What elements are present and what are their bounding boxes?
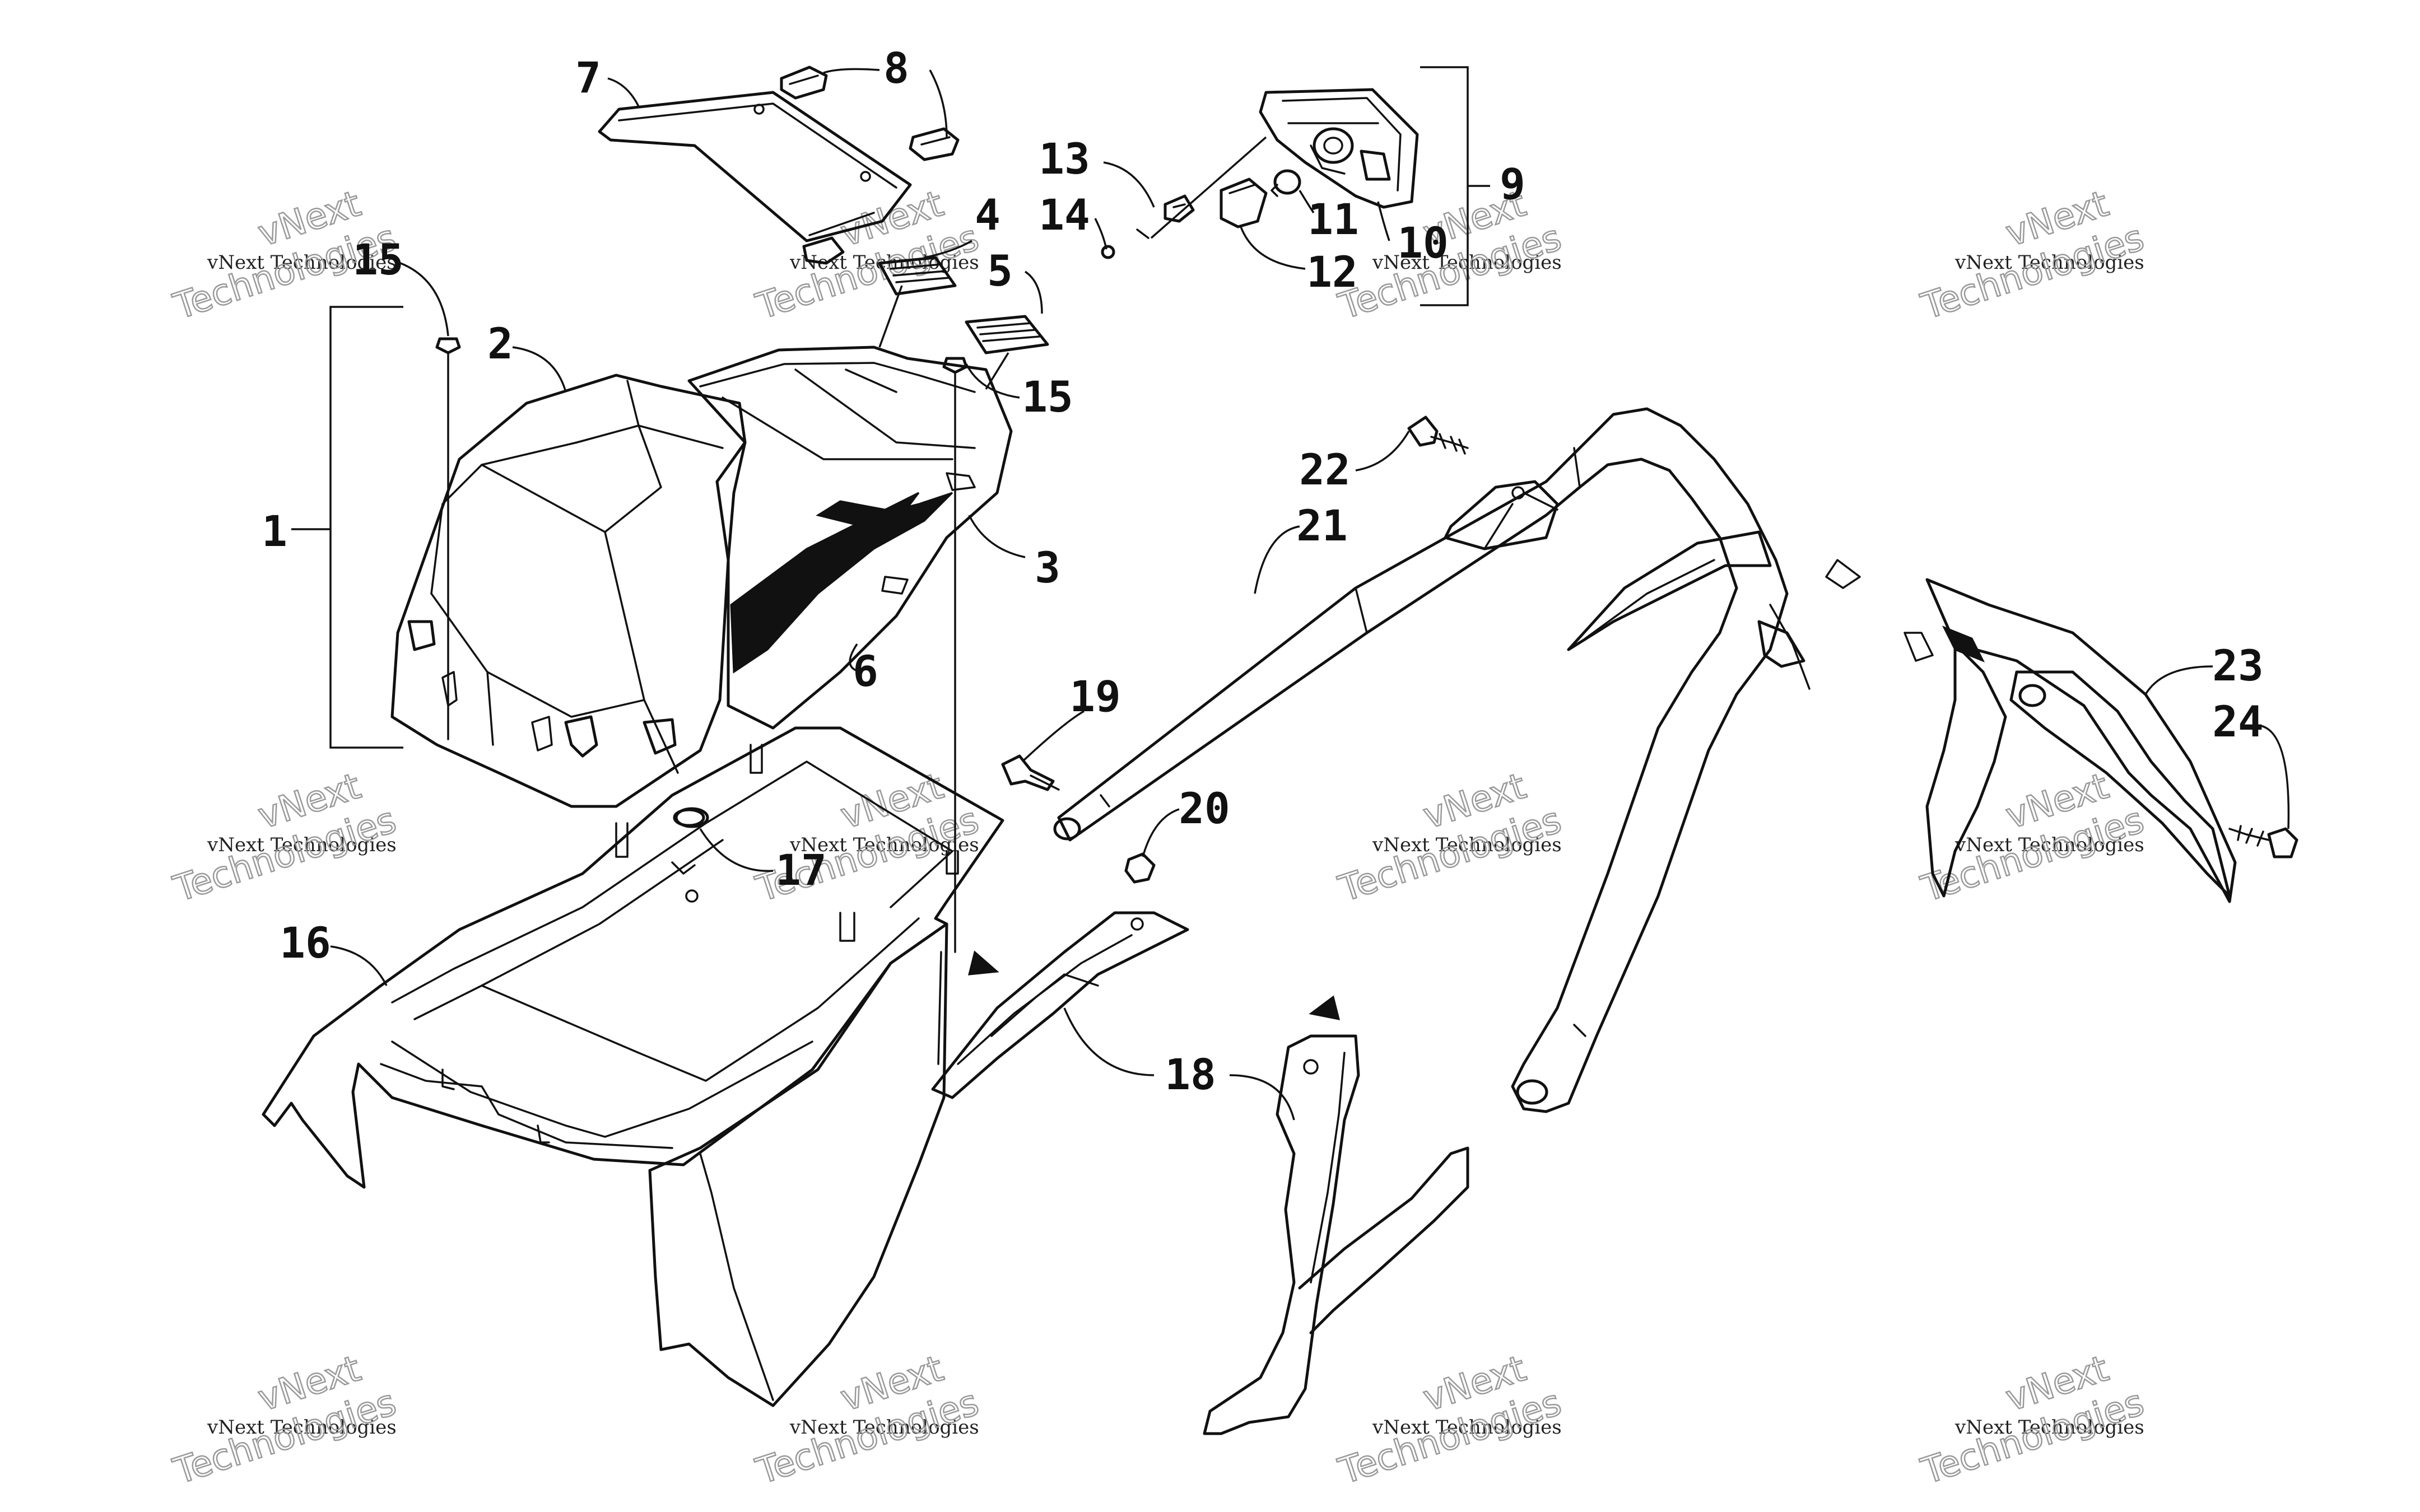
callout-14: 14 xyxy=(1039,190,1090,240)
callout-17: 17 xyxy=(775,845,827,895)
part-23-side-panel xyxy=(1567,530,2237,903)
watermark-text: vNext Technologies xyxy=(789,1416,979,1439)
callout-23: 23 xyxy=(2212,641,2264,690)
callout-21: 21 xyxy=(1296,501,1348,550)
callout-18: 18 xyxy=(1165,1049,1216,1099)
part-21-grab-bar xyxy=(1053,407,1789,1113)
callout-20: 20 xyxy=(1179,783,1230,833)
callout-13: 13 xyxy=(1039,134,1090,184)
watermark: vNext Technologies vNext Technologies xyxy=(1916,1347,2149,1494)
watermark-text: vNext Technologies xyxy=(1954,251,2144,274)
callout-11: 11 xyxy=(1307,194,1359,244)
watermark: vNext Technologies vNext Technologies xyxy=(1333,1347,1567,1494)
callout-1: 1 xyxy=(262,506,287,556)
watermark: vNext Technologies vNext Technologies xyxy=(168,765,402,911)
part-12-socket xyxy=(1220,178,1268,228)
callout-6: 6 xyxy=(853,646,878,696)
watermark-text: vNext Technologies xyxy=(1372,1416,1562,1439)
callout-labels: 1 2 3 4 5 6 7 8 9 10 11 12 13 14 15 15 1… xyxy=(262,43,2264,1099)
leader-lines xyxy=(291,66,2290,1121)
callout-10: 10 xyxy=(1397,218,1449,268)
callout-7: 7 xyxy=(575,53,601,102)
callout-22: 22 xyxy=(1299,445,1351,494)
callout-15: 15 xyxy=(352,235,404,284)
callout-12: 12 xyxy=(1306,247,1358,297)
watermark-text: vNext Technologies xyxy=(207,251,397,274)
part-22-bolt xyxy=(1407,416,1558,511)
callout-16: 16 xyxy=(280,918,331,968)
watermark-text: vNext Technologies xyxy=(1372,834,1562,856)
watermark-text: vNext Technologies xyxy=(1954,1416,2144,1439)
callout-5: 5 xyxy=(987,246,1013,296)
part-16-rear-body xyxy=(262,726,1004,1407)
watermark-text: vNext Technologies xyxy=(1954,834,2144,856)
part-17-washer xyxy=(674,807,709,828)
callout-24: 24 xyxy=(2212,697,2264,746)
part-7-flap xyxy=(598,91,912,242)
part-20-nut xyxy=(1124,852,1156,884)
watermark: vNext Technologies vNext Technologies xyxy=(751,1347,984,1494)
part-6-decal-stripe xyxy=(730,492,953,674)
callout-4: 4 xyxy=(975,190,1000,240)
part-24-bolt xyxy=(2228,825,2298,858)
watermarks: vNext Technologies vNext Technologies vN… xyxy=(168,183,2149,1494)
watermark-text: vNext Technologies xyxy=(207,834,397,856)
part-5-decal xyxy=(965,315,1049,354)
part-9-taillight xyxy=(1259,88,1419,209)
callout-15: 15 xyxy=(1022,372,1073,422)
callout-8: 8 xyxy=(883,43,909,93)
part-19-bolt xyxy=(1001,754,1060,791)
part-3-tail-section xyxy=(687,346,1013,730)
watermark: vNext Technologies vNext Technologies xyxy=(1916,765,2149,911)
watermark: vNext Technologies vNext Technologies xyxy=(751,183,984,329)
watermark: vNext Technologies vNext Technologies xyxy=(1916,183,2149,329)
part-13-grommet xyxy=(1164,194,1195,223)
part-8-clips xyxy=(780,66,960,265)
watermark: vNext Technologies vNext Technologies xyxy=(1333,765,1567,911)
part-18-flap-assembly xyxy=(931,911,1469,1435)
part-15-screw xyxy=(435,337,968,953)
callout-2: 2 xyxy=(487,319,513,368)
callout-3: 3 xyxy=(1035,543,1060,592)
watermark: vNext Technologies vNext Technologies xyxy=(168,1347,402,1494)
watermark: vNext Technologies vNext Technologies xyxy=(1333,183,1567,329)
part-14-screw xyxy=(1101,228,1150,259)
callout-9: 9 xyxy=(1500,159,1525,209)
callout-19: 19 xyxy=(1069,671,1121,721)
part-4-decal xyxy=(878,256,957,296)
part-11-bulb xyxy=(1270,169,1301,197)
watermark-text: vNext Technologies xyxy=(207,1416,397,1439)
part-2-seat-cover xyxy=(390,374,747,808)
